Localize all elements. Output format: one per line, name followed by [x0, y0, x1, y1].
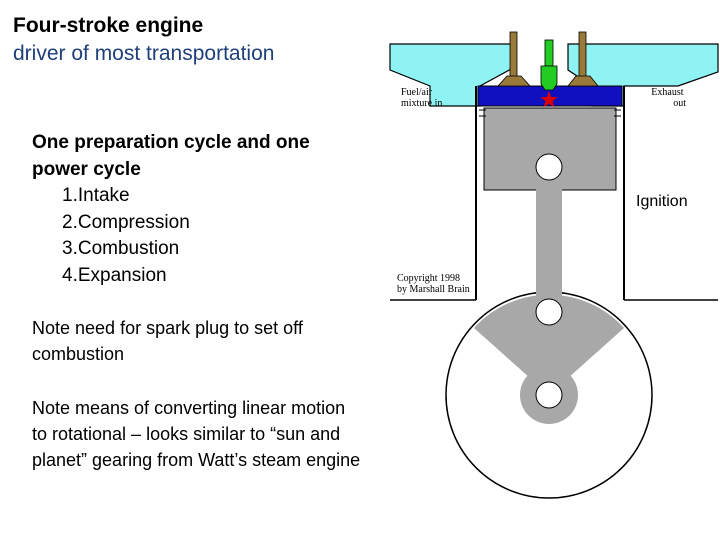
note-spark-plug: Note need for spark plug to set off comb… — [32, 318, 303, 364]
intake-valve-head — [497, 75, 531, 87]
cycle-list: One preparation cycle and one power cycl… — [32, 130, 332, 289]
fuel-label: Fuel/air mixture in — [401, 87, 442, 109]
step-expansion: 4.Expansion — [62, 264, 167, 286]
crankshaft-center — [535, 381, 563, 409]
exhaust-valve-head — [567, 75, 599, 87]
crank-pin — [535, 298, 563, 326]
slide-subtitle: driver of most transportation — [13, 42, 275, 65]
step-compression: 2.Compression — [62, 211, 190, 233]
spark-plug-body — [540, 65, 558, 91]
exhaust-valve-stem — [578, 31, 587, 83]
intake-valve-stem — [509, 31, 518, 83]
copyright-label: Copyright 1998 by Marshall Brain — [397, 273, 470, 295]
cycle-heading: One preparation cycle and one power cycl… — [32, 132, 310, 180]
exhaust-label: Exhaust out — [651, 87, 686, 109]
wrist-pin — [535, 153, 563, 181]
ignition-label: Ignition — [636, 193, 688, 210]
slide-title: Four-stroke engine — [13, 14, 204, 37]
title-block: Four-stroke engine driver of most transp… — [13, 12, 274, 68]
spark-plug-top — [544, 39, 554, 67]
crank-sector — [474, 294, 624, 395]
spark-star-icon — [540, 91, 558, 108]
step-combustion: 3.Combustion — [62, 238, 180, 259]
note-linear-to-rotational: Note means of converting linear motion t… — [32, 398, 361, 470]
step-intake: 1.Intake — [62, 185, 130, 206]
